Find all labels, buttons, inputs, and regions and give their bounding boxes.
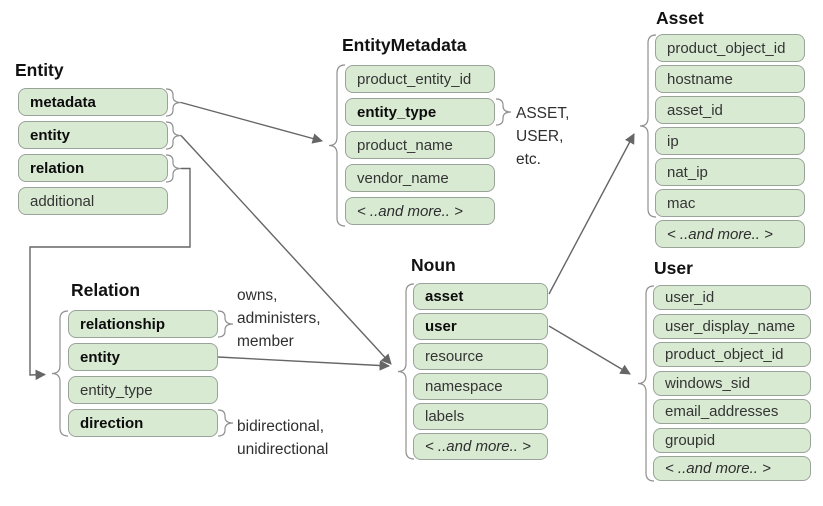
asset-box-title: Asset — [656, 8, 704, 28]
annotation-line: member — [237, 333, 294, 350]
annotation-line: unidirectional — [237, 441, 329, 458]
brace-entity-entity-field — [165, 121, 182, 150]
user-field-product-object-id: product_object_id — [653, 342, 811, 367]
arrow-metadata-to-entitymetadata — [180, 101, 324, 144]
entity-type-values-annotation: ASSET, USER, etc. — [516, 102, 569, 171]
brace-relation-direction-field — [217, 409, 234, 437]
arrow-noun-asset-to-asset — [548, 133, 635, 295]
entitymetadata-field-vendor-name: vendor_name — [345, 164, 495, 192]
user-field-and-more: < ..and more.. > — [653, 456, 811, 481]
arrow-relation-entity-to-noun — [217, 356, 391, 371]
entitymetadata-box-title: EntityMetadata — [342, 35, 467, 55]
brace-entity-metadata-field — [165, 88, 182, 117]
brace-user-left — [637, 285, 655, 482]
annotation-line: ASSET, — [516, 105, 570, 122]
noun-field-user: user — [413, 313, 548, 340]
relation-box-title: Relation — [71, 280, 141, 300]
relation-field-relationship: relationship — [68, 310, 218, 338]
user-field-email-addresses: email_addresses — [653, 399, 811, 424]
noun-field-asset: asset — [413, 283, 548, 310]
entity-field-entity: entity — [18, 121, 168, 149]
entitymetadata-field-entity-type: entity_type — [345, 98, 495, 126]
user-box-title: User — [654, 258, 693, 278]
brace-entitymetadata-entity-type-field — [495, 98, 512, 126]
entity-box-title: Entity — [15, 60, 64, 80]
relation-box: relationship entity entity_type directio… — [68, 310, 218, 437]
entity-box: metadata entity relation additional — [18, 88, 168, 215]
noun-field-and-more: < ..and more.. > — [413, 433, 548, 460]
arrow-relation-field-to-relation-box — [29, 167, 191, 381]
annotation-line: bidirectional, — [237, 418, 325, 435]
brace-asset-left — [639, 34, 657, 218]
noun-box-title: Noun — [411, 255, 456, 275]
asset-field-ip: ip — [655, 127, 805, 155]
noun-field-namespace: namespace — [413, 373, 548, 400]
brace-entity-relation-field — [165, 154, 182, 183]
noun-field-resource: resource — [413, 343, 548, 370]
asset-field-and-more: < ..and more.. > — [655, 220, 805, 248]
entity-field-relation: relation — [18, 154, 168, 182]
arrow-entity-to-noun — [180, 135, 392, 365]
entitymetadata-box: product_entity_id entity_type product_na… — [345, 65, 495, 225]
brace-noun-left — [397, 283, 415, 460]
arrow-noun-user-to-user — [548, 325, 631, 375]
user-field-user-id: user_id — [653, 285, 811, 310]
brace-relation-relationship-field — [217, 310, 234, 338]
asset-field-asset-id: asset_id — [655, 96, 805, 124]
asset-field-mac: mac — [655, 189, 805, 217]
relation-field-entity: entity — [68, 343, 218, 371]
entitymetadata-field-product-name: product_name — [345, 131, 495, 159]
user-field-windows-sid: windows_sid — [653, 370, 811, 396]
user-field-groupid: groupid — [653, 427, 811, 453]
annotation-line: USER, — [516, 128, 564, 145]
annotation-line: etc. — [516, 151, 541, 168]
relation-field-direction: direction — [68, 409, 218, 437]
annotation-line: owns, — [237, 287, 278, 304]
asset-field-product-object-id: product_object_id — [655, 34, 805, 62]
asset-field-hostname: hostname — [655, 65, 805, 93]
relationship-values-annotation: owns, administers, member — [237, 284, 321, 353]
entitymetadata-field-and-more: < ..and more.. > — [345, 197, 495, 225]
asset-field-nat-ip: nat_ip — [655, 158, 805, 186]
annotation-line: administers, — [237, 310, 321, 327]
asset-box: product_object_id hostname asset_id ip n… — [655, 34, 805, 248]
entity-field-metadata: metadata — [18, 88, 168, 116]
user-box: user_id user_display_name product_object… — [653, 285, 811, 481]
direction-values-annotation: bidirectional, unidirectional — [237, 415, 328, 461]
relation-field-entity-type: entity_type — [68, 376, 218, 404]
noun-box: asset user resource namespace labels < .… — [413, 283, 548, 460]
entity-field-additional: additional — [18, 187, 168, 215]
user-field-user-display-name: user_display_name — [653, 313, 811, 339]
brace-relation-left — [51, 310, 69, 437]
entitymetadata-field-product-entity-id: product_entity_id — [345, 65, 495, 93]
brace-entitymetadata-left — [328, 64, 346, 227]
noun-field-labels: labels — [413, 403, 548, 430]
